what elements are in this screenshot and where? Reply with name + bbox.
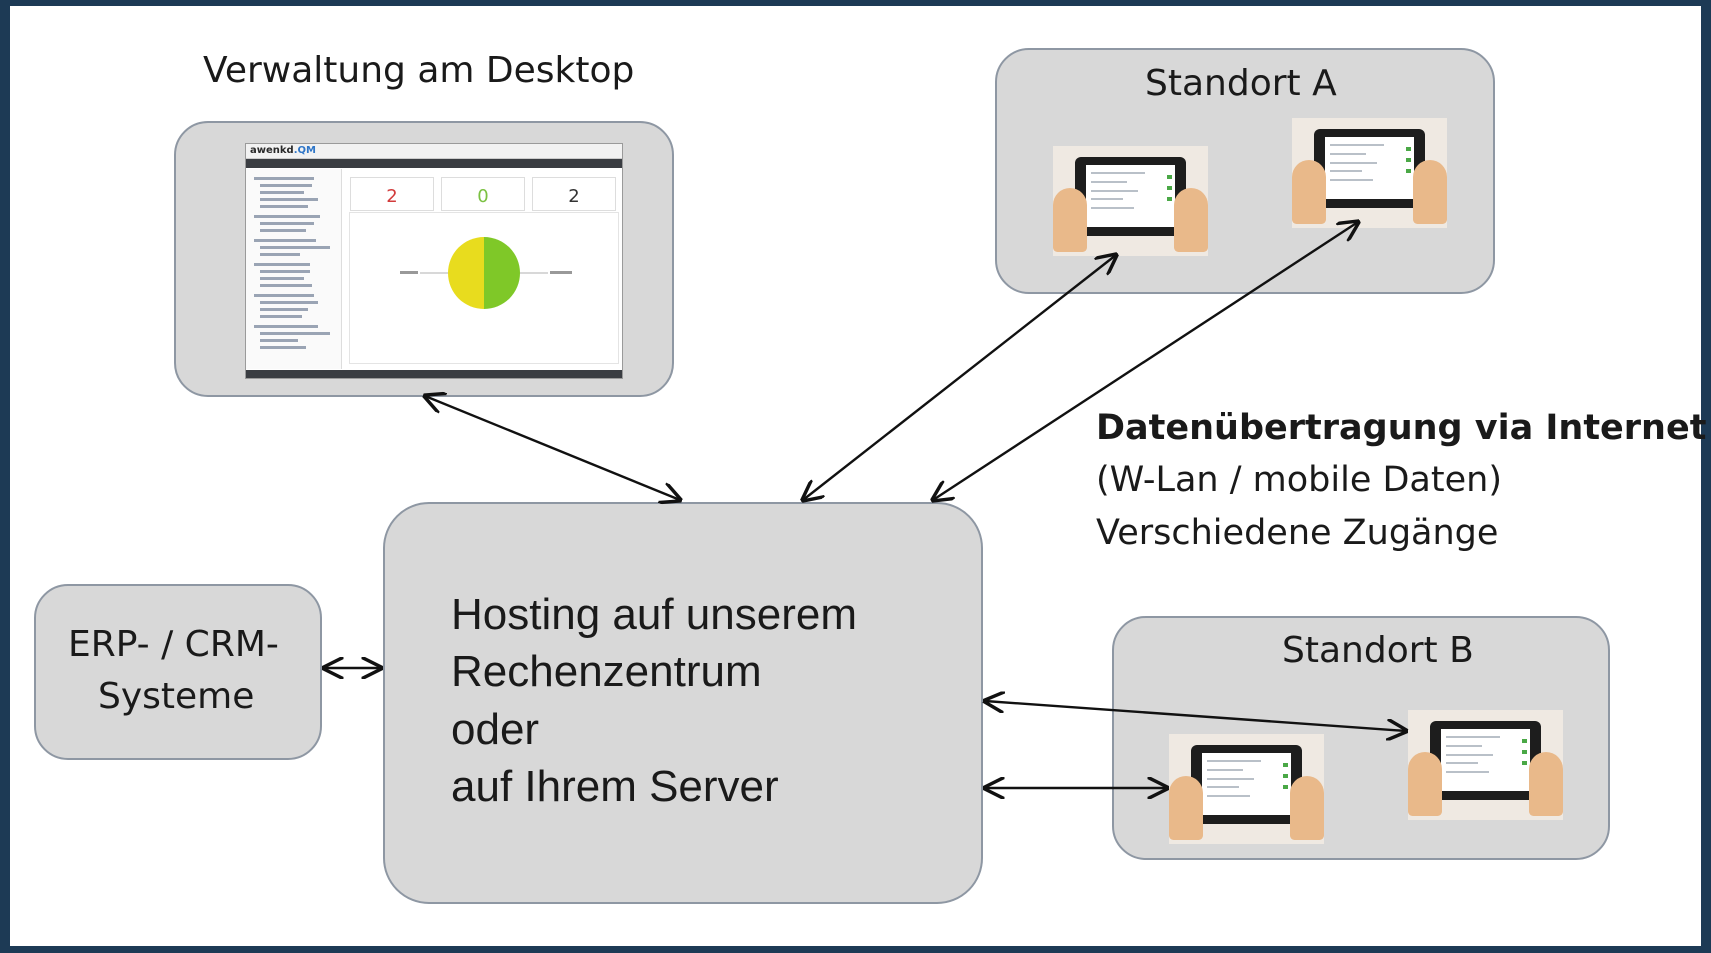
erp-crm-node <box>34 584 322 760</box>
screenshot-header: awenkd.QM <box>246 144 622 159</box>
hosting-node <box>383 502 983 904</box>
desktop-title: Verwaltung am Desktop <box>203 50 635 91</box>
standort-b-title: Standort B <box>1282 630 1474 671</box>
screenshot-toolbar <box>246 159 622 168</box>
tablet-b1 <box>1169 734 1324 844</box>
hosting-line-4: auf Ihrem Server <box>451 762 779 811</box>
hosting-line-1: Hosting auf unserem <box>451 590 857 639</box>
stat-card-3: 2 <box>532 177 616 211</box>
app-logo: awenkd.QM <box>250 145 316 156</box>
tablet-a1 <box>1053 146 1208 256</box>
erp-title-line-1: ERP- / CRM- <box>68 624 279 665</box>
annotation-title: Datenübertragung via Internet <box>1096 408 1707 448</box>
pie-chart <box>400 237 572 309</box>
pie-slice-yellow <box>448 237 484 309</box>
stat-value-1: 2 <box>386 186 398 207</box>
arrow-desktop-hosting <box>425 396 680 500</box>
hosting-line-2: Rechenzentrum <box>451 647 762 696</box>
tablet-a2 <box>1292 118 1447 228</box>
hosting-line-3: oder <box>451 705 540 754</box>
pie-slice-green <box>484 237 520 309</box>
stat-card-2: 0 <box>441 177 525 211</box>
stat-value-3: 2 <box>568 186 580 207</box>
pie-chart-panel <box>349 212 619 364</box>
erp-title-line-2: Systeme <box>98 676 255 717</box>
desktop-screenshot: awenkd.QM <box>245 143 623 379</box>
stat-card-1: 2 <box>350 177 434 211</box>
screenshot-footer <box>246 370 622 378</box>
screenshot-sidebar <box>246 169 342 369</box>
diagram-canvas: Verwaltung am Desktop awenkd.QM <box>10 6 1706 946</box>
standort-a-title: Standort A <box>1145 63 1337 104</box>
annotation-line-2: Verschiedene Zugänge <box>1096 513 1499 553</box>
annotation-line-1: (W-Lan / mobile Daten) <box>1096 460 1502 500</box>
stat-value-2: 0 <box>477 186 489 207</box>
tablet-b2 <box>1408 710 1563 820</box>
